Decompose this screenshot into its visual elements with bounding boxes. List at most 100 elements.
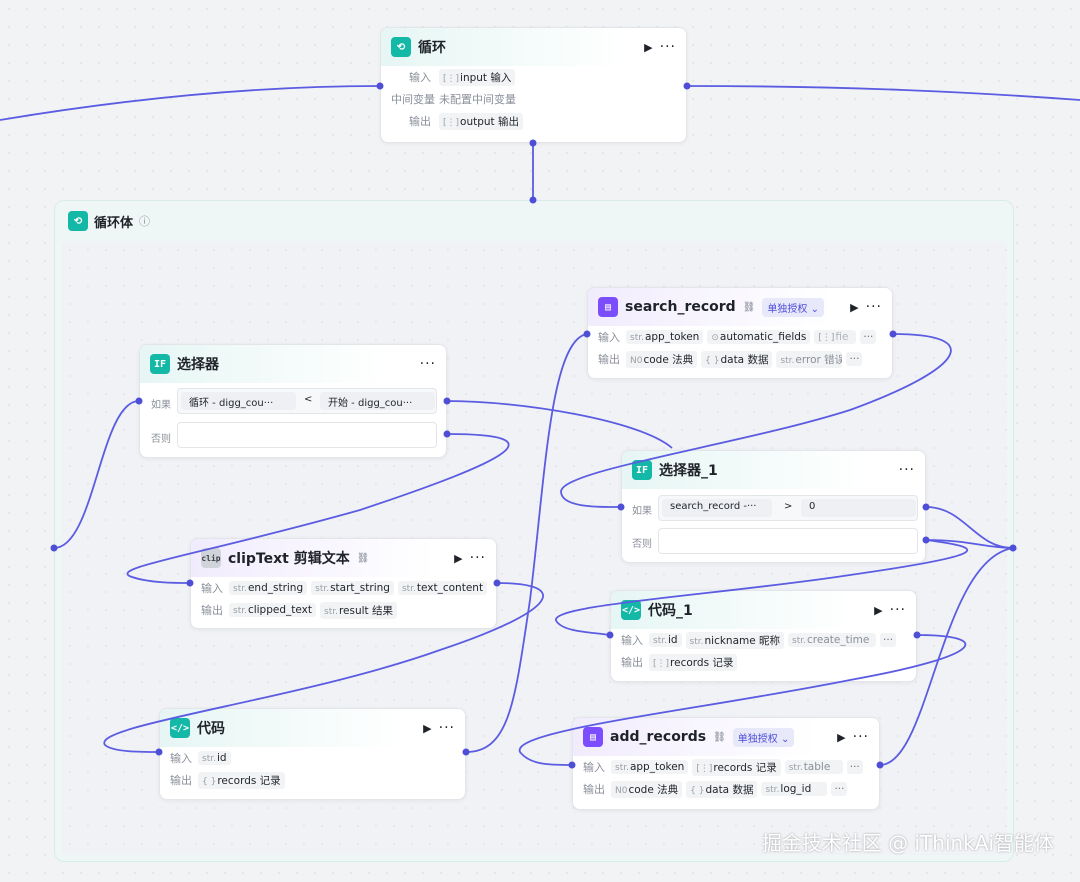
output-param: str.error 错误 bbox=[776, 350, 843, 368]
more-params-button[interactable]: ··· bbox=[831, 782, 848, 796]
output-label: 输出 bbox=[170, 774, 192, 787]
loop-icon: ⟲ bbox=[391, 37, 411, 57]
output-label: 输出 bbox=[201, 604, 223, 617]
more-params-button[interactable]: ··· bbox=[880, 633, 897, 647]
node-title: 选择器 bbox=[177, 357, 219, 373]
node-title: 代码 bbox=[197, 721, 225, 737]
wire-entry-to-loop bbox=[0, 85, 381, 121]
output-param: str.log_id bbox=[761, 782, 828, 796]
more-button[interactable]: ··· bbox=[898, 462, 915, 478]
clip-text-node[interactable]: clip clipText 剪辑文本 ⛓ ▶ ··· 输入 str.end_st… bbox=[190, 538, 497, 629]
input-param: str.nickname 昵称 bbox=[685, 631, 785, 649]
input-param: str.id bbox=[198, 751, 231, 765]
input-param: [⋮]fie bbox=[814, 330, 857, 344]
condition-right-operand[interactable]: 开始 - digg_cou··· bbox=[320, 392, 435, 410]
variable-label: 中间变量 bbox=[391, 93, 435, 106]
else-label: 否则 bbox=[632, 539, 652, 550]
output-label: 输出 bbox=[621, 656, 643, 669]
if-label: 如果 bbox=[632, 506, 652, 517]
input-param: str.app_token bbox=[626, 330, 704, 344]
condition-operator[interactable]: > bbox=[784, 501, 793, 512]
input-param: [⋮]records 记录 bbox=[692, 758, 781, 776]
more-button[interactable]: ··· bbox=[889, 602, 906, 618]
run-button[interactable]: ▶ bbox=[423, 721, 432, 735]
output-param: N0code 法典 bbox=[626, 350, 698, 368]
else-row[interactable] bbox=[658, 528, 918, 554]
if-icon: IF bbox=[632, 460, 652, 480]
run-button[interactable]: ▶ bbox=[644, 40, 653, 54]
node-title: search_record bbox=[625, 299, 736, 315]
input-param: str.table bbox=[784, 760, 843, 774]
else-label: 否则 bbox=[151, 434, 171, 445]
link-icon: ⛓ bbox=[713, 731, 726, 743]
run-button[interactable]: ▶ bbox=[850, 300, 859, 314]
input-param: str.create_time bbox=[788, 633, 877, 647]
add-records-node[interactable]: ▤ add_records ⛓ 单独授权 ⌄ ▶ ··· 输入 str.app_… bbox=[572, 717, 880, 810]
loop-node[interactable]: ⟲ 循环 ▶ ··· 输入 [⋮]input 输入 中间变量 未配置中间变量 输… bbox=[380, 27, 687, 143]
condition-row[interactable]: 循环 - digg_cou··· < 开始 - digg_cou··· bbox=[177, 388, 437, 414]
output-label: 输出 bbox=[409, 115, 431, 128]
input-param: ⊙automatic_fields bbox=[707, 330, 811, 344]
more-button[interactable]: ··· bbox=[852, 729, 869, 745]
link-icon: ⛓ bbox=[742, 301, 756, 313]
code-1-node[interactable]: </> 代码_1 ▶ ··· 输入 str.id str.nickname 昵称… bbox=[610, 590, 917, 682]
more-button[interactable]: ··· bbox=[659, 39, 676, 55]
more-button[interactable]: ··· bbox=[438, 720, 455, 736]
more-button[interactable]: ··· bbox=[469, 550, 486, 566]
code-icon: </> bbox=[621, 600, 641, 620]
input-variable: [⋮]input 输入 bbox=[439, 68, 516, 86]
node-title: 选择器_1 bbox=[659, 463, 718, 479]
output-param: [⋮]records 记录 bbox=[649, 653, 738, 671]
input-label: 输入 bbox=[583, 761, 605, 774]
condition-operator[interactable]: < bbox=[304, 394, 313, 405]
selector-1-node[interactable]: IF 选择器_1 ··· 如果 search_record -··· > 0 否… bbox=[621, 450, 926, 563]
node-title: 循环 bbox=[418, 40, 446, 56]
auth-dropdown[interactable]: 单独授权 ⌄ bbox=[732, 727, 795, 747]
output-label: 输出 bbox=[598, 353, 620, 366]
selector-node[interactable]: IF 选择器 ··· 如果 循环 - digg_cou··· < 开始 - di… bbox=[139, 344, 447, 458]
node-title: add_records bbox=[610, 729, 707, 745]
chevron-down-icon: ⌄ bbox=[780, 733, 790, 745]
more-params-button[interactable]: ··· bbox=[860, 330, 877, 344]
output-param: str.clipped_text bbox=[229, 603, 316, 617]
run-button[interactable]: ▶ bbox=[454, 551, 463, 565]
auth-dropdown[interactable]: 单独授权 ⌄ bbox=[762, 297, 824, 317]
more-params-button[interactable]: ··· bbox=[846, 352, 863, 366]
input-label: 输入 bbox=[598, 331, 620, 344]
wire-loop-out bbox=[686, 85, 1080, 101]
condition-left-operand[interactable]: search_record -··· bbox=[662, 499, 772, 517]
input-label: 输入 bbox=[170, 752, 192, 765]
chevron-down-icon: ⌄ bbox=[810, 303, 819, 315]
if-icon: IF bbox=[150, 354, 170, 374]
search-record-node[interactable]: ▤ search_record ⛓ 单独授权 ⌄ ▶ ··· 输入 str.ap… bbox=[587, 287, 893, 379]
input-label: 输入 bbox=[201, 582, 223, 595]
info-icon[interactable]: ⓘ bbox=[139, 215, 151, 228]
table-icon: ▤ bbox=[583, 727, 603, 747]
else-row[interactable] bbox=[177, 422, 437, 448]
condition-right-operand[interactable]: 0 bbox=[801, 499, 916, 517]
output-param: N0code 法典 bbox=[611, 780, 683, 798]
if-label: 如果 bbox=[151, 400, 171, 411]
output-variable: [⋮]output 输出 bbox=[439, 112, 524, 130]
output-param: { }data 数据 bbox=[686, 780, 758, 798]
more-button[interactable]: ··· bbox=[865, 299, 882, 315]
loop-icon: ⟲ bbox=[68, 211, 88, 231]
run-button[interactable]: ▶ bbox=[837, 730, 846, 744]
node-title: 代码_1 bbox=[648, 603, 693, 619]
input-label: 输入 bbox=[409, 71, 431, 84]
more-params-button[interactable]: ··· bbox=[846, 760, 863, 774]
watermark: 掘金技术社区 @ iThinkAi智能体 bbox=[761, 831, 1054, 855]
input-param: str.text_content bbox=[397, 581, 488, 595]
more-button[interactable]: ··· bbox=[419, 356, 436, 372]
condition-left-operand[interactable]: 循环 - digg_cou··· bbox=[181, 392, 296, 410]
condition-row[interactable]: search_record -··· > 0 bbox=[658, 495, 918, 521]
input-param: str.end_string bbox=[229, 581, 308, 595]
loop-body-title: 循环体 bbox=[94, 215, 134, 231]
code-node[interactable]: </> 代码 ▶ ··· 输入 str.id 输出 { }records 记录 bbox=[159, 708, 466, 800]
link-icon: ⛓ bbox=[356, 552, 370, 564]
input-param: str.app_token bbox=[611, 760, 689, 774]
node-title: clipText 剪辑文本 bbox=[228, 551, 350, 567]
variable-value: 未配置中间变量 bbox=[439, 93, 516, 106]
run-button[interactable]: ▶ bbox=[874, 603, 883, 617]
code-icon: </> bbox=[170, 718, 190, 738]
